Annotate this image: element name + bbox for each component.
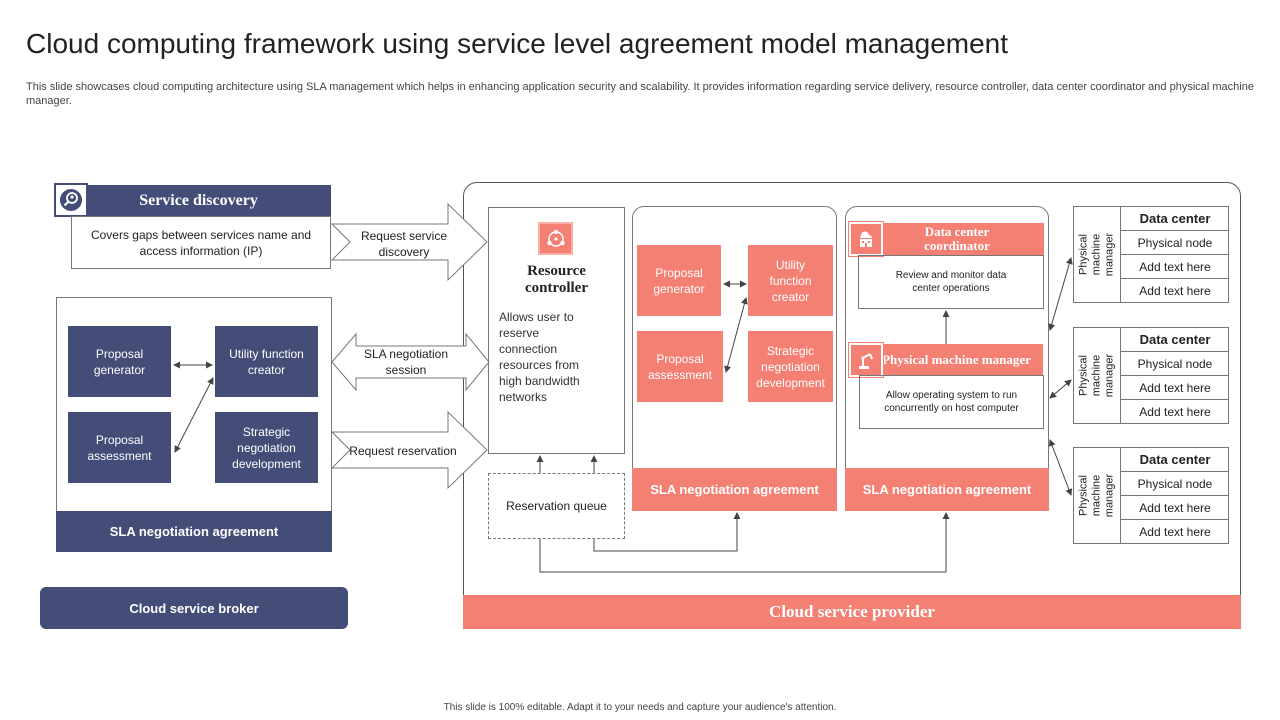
provider-sla-agreement-bar: SLA negotiation agreement (632, 468, 837, 511)
cloud-service-provider-bar: Cloud service provider (463, 595, 1241, 629)
broker-proposal-generator: Proposal generator (68, 326, 171, 397)
data-center-table-1: Physical machine manager Data center Phy… (1073, 206, 1229, 303)
request-reservation-arrow (330, 410, 488, 490)
dc-row: Physical node (1121, 231, 1229, 255)
dc-side-label: Physical machine manager (1074, 328, 1121, 423)
resource-controller-text: Allows user to reserve connection resour… (499, 310, 580, 404)
building-cloud-icon (848, 221, 884, 257)
broker-strategic-negotiation: Strategic negotiation development (215, 412, 318, 483)
provider-proposal-generator: Proposal generator (637, 245, 721, 316)
dc-header: Data center (1121, 207, 1229, 231)
cloud-service-broker-button: Cloud service broker (40, 587, 348, 629)
dc-header: Data center (1121, 328, 1229, 352)
request-discovery-arrow (330, 202, 488, 282)
provider-proposal-assessment: Proposal assessment (637, 331, 723, 402)
page-title: Cloud computing framework using service … (26, 28, 1009, 59)
resource-controller-box (488, 207, 625, 454)
dc-row: Physical node (1121, 352, 1229, 376)
dc-row: Add text here (1121, 496, 1229, 520)
service-discovery-header: Service discovery (56, 185, 331, 216)
dc-side-label: Physical machine manager (1074, 207, 1121, 302)
service-discovery-icon (54, 183, 88, 217)
provider-utility-function-creator: Utility function creator (748, 245, 833, 316)
provider-strategic-negotiation: Strategic negotiation development (748, 331, 833, 402)
resource-controller-title: Resource controller (524, 263, 589, 296)
request-discovery-label: Request service discovery (360, 229, 448, 259)
broker-sla-agreement-bar: SLA negotiation agreement (56, 511, 332, 552)
data-center-table-3: Physical machine manager Data center Phy… (1073, 447, 1229, 544)
page-subtitle: This slide showcases cloud computing arc… (26, 81, 1254, 107)
data-center-coordinator-header: Data center coordinator (850, 223, 1044, 255)
service-discovery-text: Covers gaps between services name and ac… (71, 216, 331, 269)
dc-row: Add text here (1139, 524, 1211, 539)
physical-machine-manager-text: Allow operating system to run concurrent… (859, 375, 1044, 429)
broker-proposal-assessment: Proposal assessment (68, 412, 171, 483)
dc-row: Physical node (1121, 472, 1229, 496)
broker-utility-function-creator: Utility function creator (215, 326, 318, 397)
dc-header: Data center (1121, 448, 1229, 472)
dc-row: Add text here (1139, 283, 1211, 298)
datacenter-sla-agreement-bar: SLA negotiation agreement (845, 468, 1049, 511)
dc-side-label: Physical machine manager (1074, 448, 1121, 543)
data-center-coordinator-text: Review and monitor data center operation… (858, 255, 1044, 309)
robot-arm-icon (848, 342, 884, 378)
data-center-table-2: Physical machine manager Data center Phy… (1073, 327, 1229, 424)
sla-session-arrow (331, 332, 490, 392)
sla-session-label: SLA negotiation session (363, 347, 449, 377)
dc-row: Add text here (1121, 376, 1229, 400)
footer-note: This slide is 100% editable. Adapt it to… (443, 702, 837, 713)
reservation-queue-box: Reservation queue (488, 473, 625, 539)
request-reservation-label: Request reservation (349, 444, 457, 458)
network-users-icon (538, 222, 573, 255)
dc-row: Add text here (1139, 404, 1211, 419)
dc-row: Add text here (1121, 255, 1229, 279)
